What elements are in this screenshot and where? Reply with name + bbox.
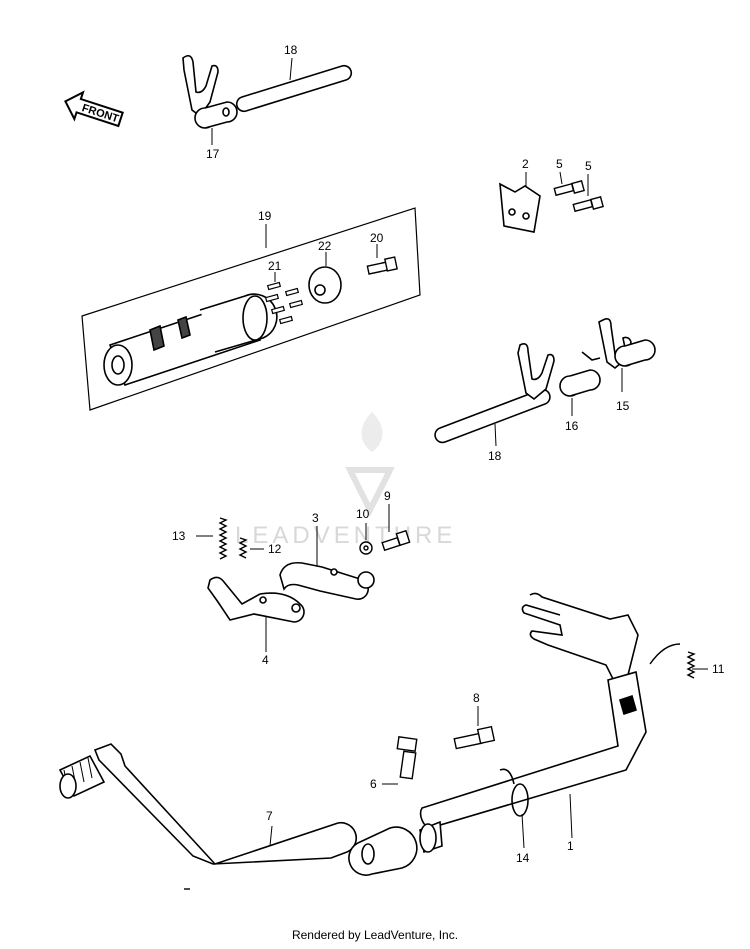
callout-15: 15 (616, 399, 630, 413)
bolt-20[interactable] (366, 256, 398, 275)
callout-22: 22 (318, 239, 332, 253)
spring-13[interactable] (218, 517, 228, 560)
callout-13: 13 (172, 529, 186, 543)
spring-11[interactable] (649, 643, 696, 679)
callout-12: 12 (268, 542, 282, 556)
footer-credit: Rendered by LeadVenture, Inc. (291, 928, 459, 942)
callout-4: 4 (262, 653, 269, 667)
watermark-text: LEADVENTURE (235, 522, 456, 549)
watermark: LEADVENTURE (235, 412, 456, 549)
callout-labels: 18 17 2 5 5 19 22 20 21 16 15 18 13 12 3… (172, 43, 725, 865)
callout-21: 21 (268, 259, 282, 273)
fork-shaft-18-top[interactable] (235, 64, 353, 113)
shift-pedal-7[interactable] (58, 743, 418, 876)
front-arrow-icon: FRONT (64, 90, 124, 128)
callout-5-left: 5 (556, 157, 563, 171)
bracket-4[interactable] (207, 576, 305, 623)
callout-5-right: 5 (585, 159, 592, 173)
shift-drum-group-19[interactable] (81, 207, 421, 411)
shift-fork-16[interactable] (517, 343, 601, 401)
callout-1: 1 (567, 839, 574, 853)
shift-shaft-1[interactable] (419, 592, 647, 854)
shift-fork-15[interactable] (581, 318, 656, 370)
shift-fork-17[interactable] (182, 54, 238, 129)
callout-19: 19 (258, 209, 272, 223)
callout-16: 16 (565, 419, 579, 433)
screw-5a[interactable] (553, 180, 585, 197)
callout-9: 9 (384, 489, 391, 503)
callout-17: 17 (206, 147, 220, 161)
callout-8: 8 (473, 691, 480, 705)
lever-3[interactable] (279, 561, 375, 600)
callout-3: 3 (312, 511, 319, 525)
bolt-9[interactable] (381, 529, 411, 552)
washer-10[interactable] (359, 541, 373, 555)
callout-18-bottom: 18 (488, 449, 502, 463)
callout-10: 10 (356, 507, 370, 521)
callout-7: 7 (266, 809, 273, 823)
clip-14[interactable] (499, 768, 529, 817)
pins-21[interactable] (264, 281, 304, 325)
bolt-6[interactable] (396, 736, 418, 780)
callout-6: 6 (370, 777, 377, 791)
plate-2[interactable] (499, 182, 541, 233)
cam-plate-22[interactable] (308, 266, 342, 304)
callout-14: 14 (516, 851, 530, 865)
stud-8[interactable] (453, 725, 496, 750)
spring-12[interactable] (238, 537, 248, 559)
callout-2: 2 (522, 157, 529, 171)
screw-5b[interactable] (572, 196, 604, 213)
callout-20: 20 (370, 231, 384, 245)
callout-11: 11 (712, 662, 725, 676)
callout-18-top: 18 (284, 43, 298, 57)
